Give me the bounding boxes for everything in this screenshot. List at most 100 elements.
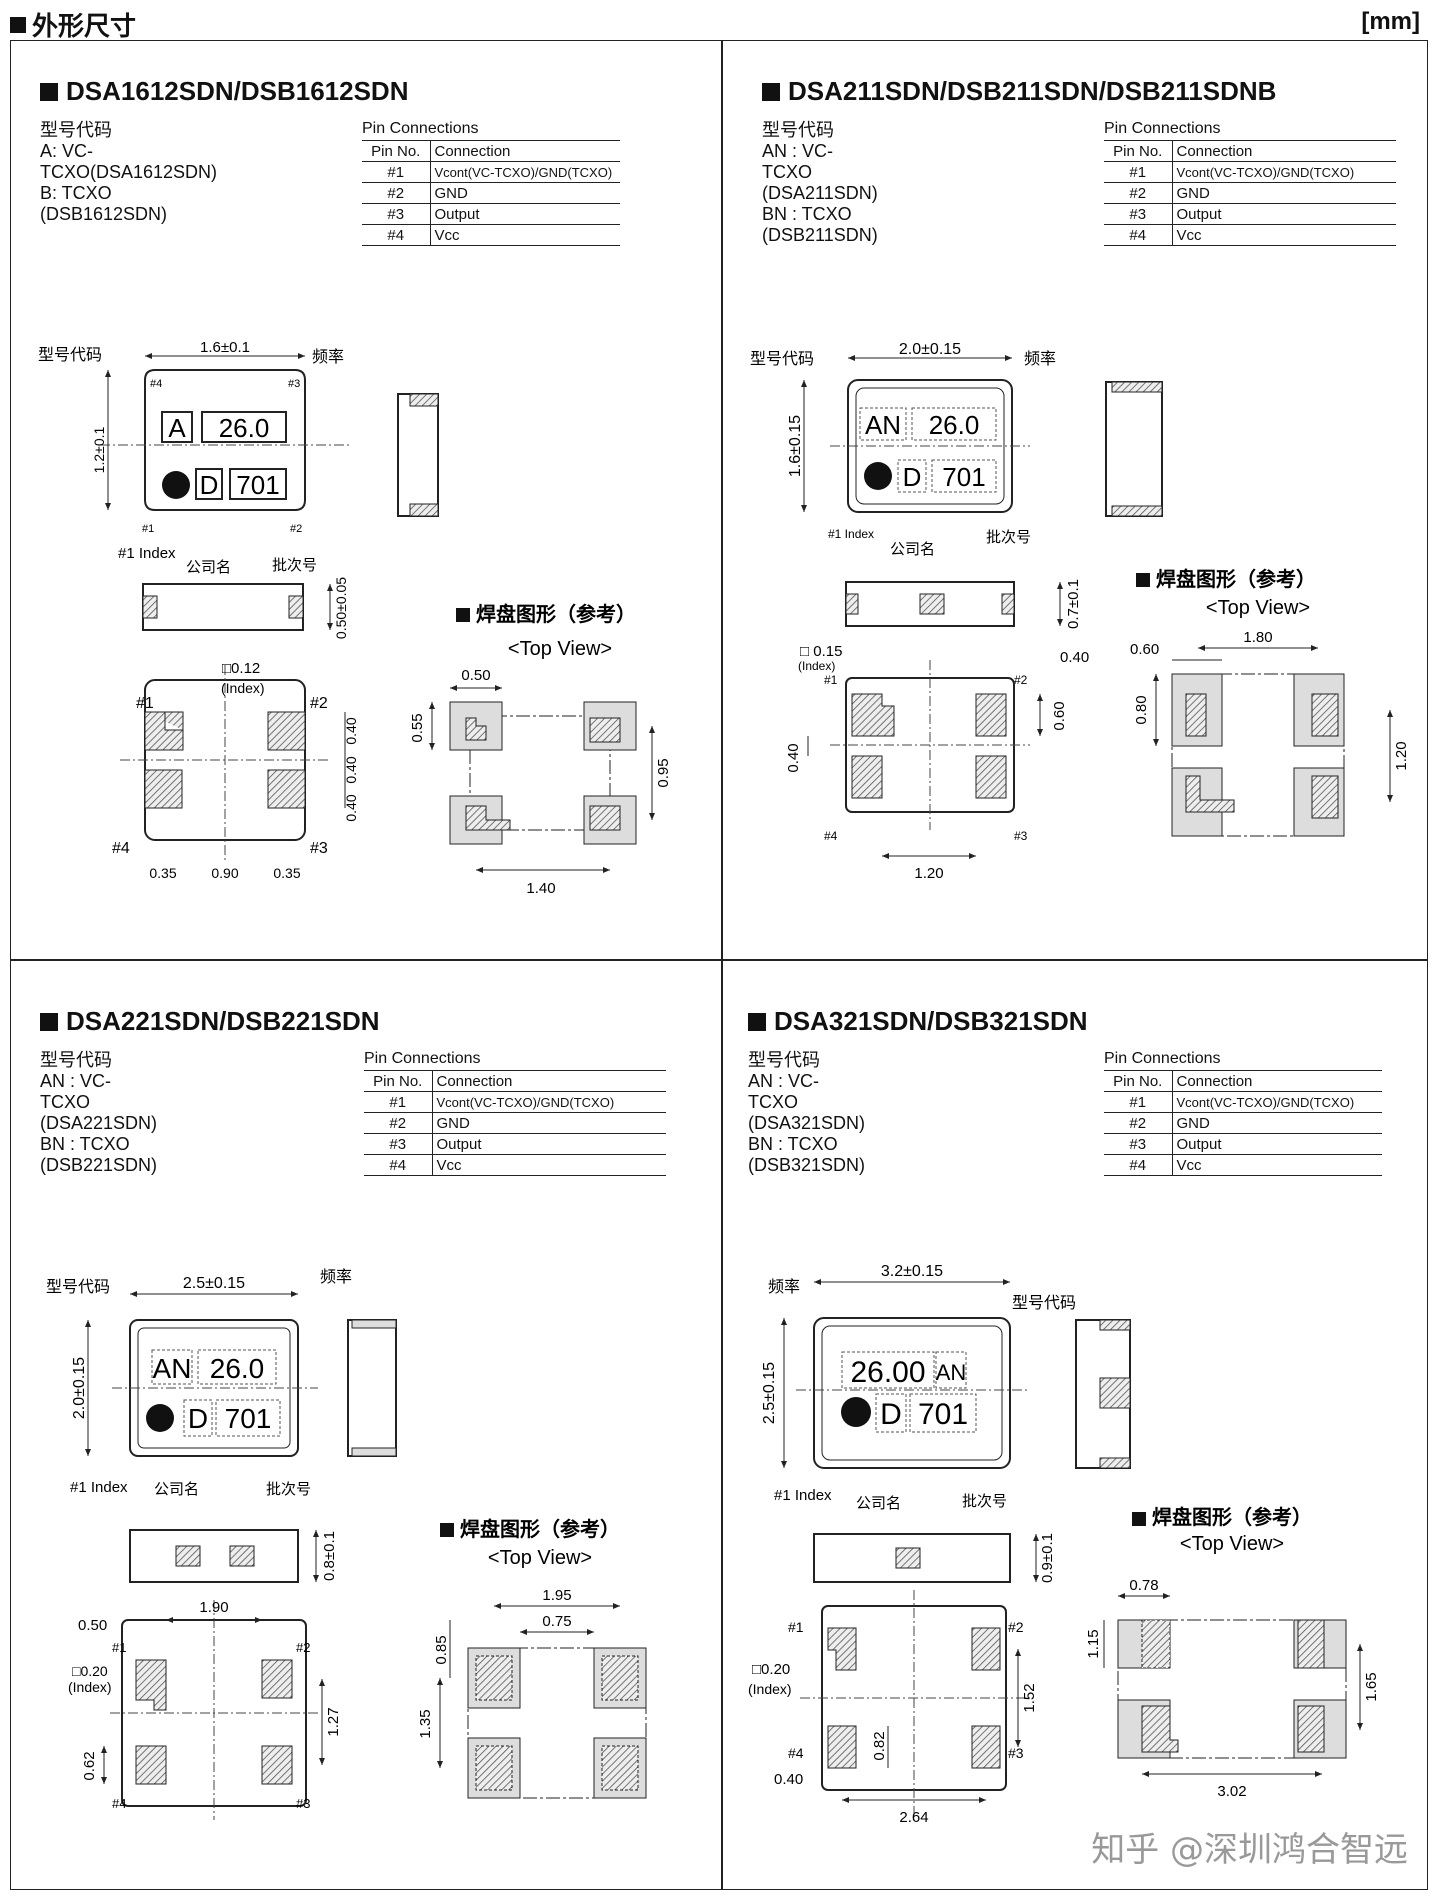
svg-text:AN: AN	[153, 1353, 192, 1384]
mark-freq-box	[201, 411, 287, 443]
svg-text:26.0: 26.0	[929, 410, 980, 440]
svg-text:3.2±0.15: 3.2±0.15	[881, 1263, 943, 1280]
svg-text:1.80: 1.80	[1243, 629, 1272, 646]
svg-text:D: D	[880, 1398, 902, 1431]
svg-text:#3: #3	[1008, 1745, 1024, 1761]
model-code-a: A: VC-TCXO(DSA1612SDN)	[40, 141, 218, 182]
svg-text:1.95: 1.95	[542, 1587, 571, 1604]
outline-drawing-2: AN 26.0 D 701 2.0±0.15 1.6±0.15 型号代码 频率 …	[750, 341, 1410, 882]
svg-text:0.75: 0.75	[542, 1613, 571, 1630]
svg-text:0.80: 0.80	[1133, 695, 1150, 724]
square-bullet-icon	[40, 1012, 58, 1031]
square-bullet-icon	[1136, 573, 1150, 587]
svg-text:0.40: 0.40	[1060, 649, 1089, 666]
col-pin: Pin No.	[362, 140, 431, 162]
svg-text:0.60: 0.60	[1130, 641, 1159, 658]
square-bullet-icon	[762, 82, 780, 101]
label-model-code: 型号代码	[38, 346, 102, 364]
svg-text:0.60: 0.60	[1051, 701, 1068, 730]
svg-text:#1 Index: #1 Index	[70, 1479, 128, 1496]
model-code-label: 型号代码	[40, 120, 112, 140]
dim-width: 1.6±0.1	[200, 339, 250, 356]
svg-text:701: 701	[942, 462, 985, 492]
svg-text:#2: #2	[310, 695, 328, 712]
index-dot	[162, 471, 190, 499]
svg-text:□ 0.15: □ 0.15	[800, 643, 842, 660]
svg-text:焊盘图形（参考）: 焊盘图形（参考）	[1152, 1505, 1312, 1529]
svg-text:批次号: 批次号	[986, 529, 1031, 546]
svg-text:AN: AN	[865, 410, 901, 440]
svg-text:公司名: 公司名	[154, 1481, 199, 1498]
svg-text:2.5±0.15: 2.5±0.15	[761, 1362, 778, 1424]
land-title: 焊盘图形（参考）	[476, 602, 636, 626]
svg-text:0.40: 0.40	[343, 756, 359, 783]
unit-label: [mm]	[1361, 8, 1420, 35]
panel-title: DSA221SDN/DSB221SDN	[40, 1006, 380, 1037]
svg-text:#3: #3	[296, 1796, 310, 1811]
svg-text:#1 Index: #1 Index	[828, 527, 874, 541]
svg-text:701: 701	[225, 1403, 272, 1434]
svg-text:(Index): (Index)	[68, 1679, 112, 1695]
square-bullet-icon	[10, 16, 26, 33]
svg-text:1.27: 1.27	[325, 1707, 342, 1736]
mark-code-box	[161, 411, 193, 443]
panel-title: DSA321SDN/DSB321SDN	[748, 1006, 1088, 1037]
panel-title: DSA211SDN/DSB211SDN/DSB211SDNB	[762, 76, 1276, 107]
svg-text:26.0: 26.0	[210, 1353, 265, 1384]
svg-text:1.65: 1.65	[1363, 1672, 1380, 1701]
svg-text:2.0±0.15: 2.0±0.15	[899, 341, 961, 358]
svg-text:批次号: 批次号	[962, 1493, 1007, 1510]
svg-text:公司名: 公司名	[856, 1495, 901, 1512]
svg-text:1.40: 1.40	[526, 880, 555, 897]
dim-height: 1.2±0.1	[91, 426, 107, 473]
svg-text:焊盘图形（参考）: 焊盘图形（参考）	[1156, 567, 1316, 591]
model-code-b: B: TCXO (DSB1612SDN)	[40, 183, 168, 224]
svg-text:#1: #1	[136, 695, 154, 712]
top-view-label: <Top View>	[508, 638, 612, 660]
svg-text:0.7±0.1: 0.7±0.1	[1065, 579, 1082, 629]
label-company: 公司名	[186, 559, 231, 576]
svg-text:<Top View>: <Top View>	[1180, 1533, 1284, 1555]
svg-text:0.35: 0.35	[273, 865, 300, 881]
svg-text:焊盘图形（参考）: 焊盘图形（参考）	[460, 1517, 620, 1541]
model-codes: 型号代码 AN : VC-TCXO (DSA211SDN) BN : TCXO …	[762, 120, 878, 245]
square-bullet-icon	[40, 82, 58, 101]
mark-freq: 26.0	[219, 413, 270, 443]
svg-text:2.64: 2.64	[899, 1809, 928, 1826]
watermark: 知乎 @深圳鸿合智远	[1091, 1830, 1408, 1870]
panel-title: DSA1612SDN/DSB1612SDN	[40, 76, 408, 107]
svg-text:0.85: 0.85	[433, 1635, 450, 1664]
svg-text:#4: #4	[788, 1745, 804, 1761]
svg-text:1.15: 1.15	[1085, 1629, 1102, 1658]
square-bullet-icon	[748, 1012, 766, 1031]
svg-text:1.35: 1.35	[417, 1709, 434, 1738]
model-codes: 型号代码 AN : VC-TCXO (DSA221SDN) BN : TCXO …	[40, 1050, 158, 1175]
svg-text:#1: #1	[788, 1619, 804, 1635]
svg-text:公司名: 公司名	[890, 541, 935, 558]
dim-thickness: 0.50±0.05	[333, 577, 349, 639]
page-header: 外形尺寸	[10, 6, 136, 43]
svg-text:#4: #4	[112, 840, 130, 857]
svg-text:0.62: 0.62	[81, 1751, 98, 1780]
pin-caption: Pin Connections	[362, 120, 479, 137]
svg-text:26.00: 26.00	[850, 1356, 925, 1389]
mark-lot: 701	[236, 470, 279, 500]
svg-text:#3: #3	[310, 840, 328, 857]
svg-text:<Top View>: <Top View>	[1206, 597, 1310, 619]
mark-code: A	[168, 413, 186, 443]
label-freq: 频率	[312, 348, 344, 366]
svg-text:型号代码: 型号代码	[46, 1278, 110, 1296]
svg-text:1.20: 1.20	[1393, 741, 1410, 770]
svg-text:0.95: 0.95	[655, 758, 672, 787]
svg-text:0.40: 0.40	[785, 743, 802, 772]
svg-text:0.35: 0.35	[149, 865, 176, 881]
svg-text:2.0±0.15: 2.0±0.15	[71, 1357, 88, 1419]
pin-3-label: #3	[288, 378, 300, 390]
svg-text:<Top View>: <Top View>	[488, 1547, 592, 1569]
mark-company: D	[200, 470, 219, 500]
model-codes: 型号代码 A: VC-TCXO(DSA1612SDN) B: TCXO (DSB…	[40, 120, 217, 225]
